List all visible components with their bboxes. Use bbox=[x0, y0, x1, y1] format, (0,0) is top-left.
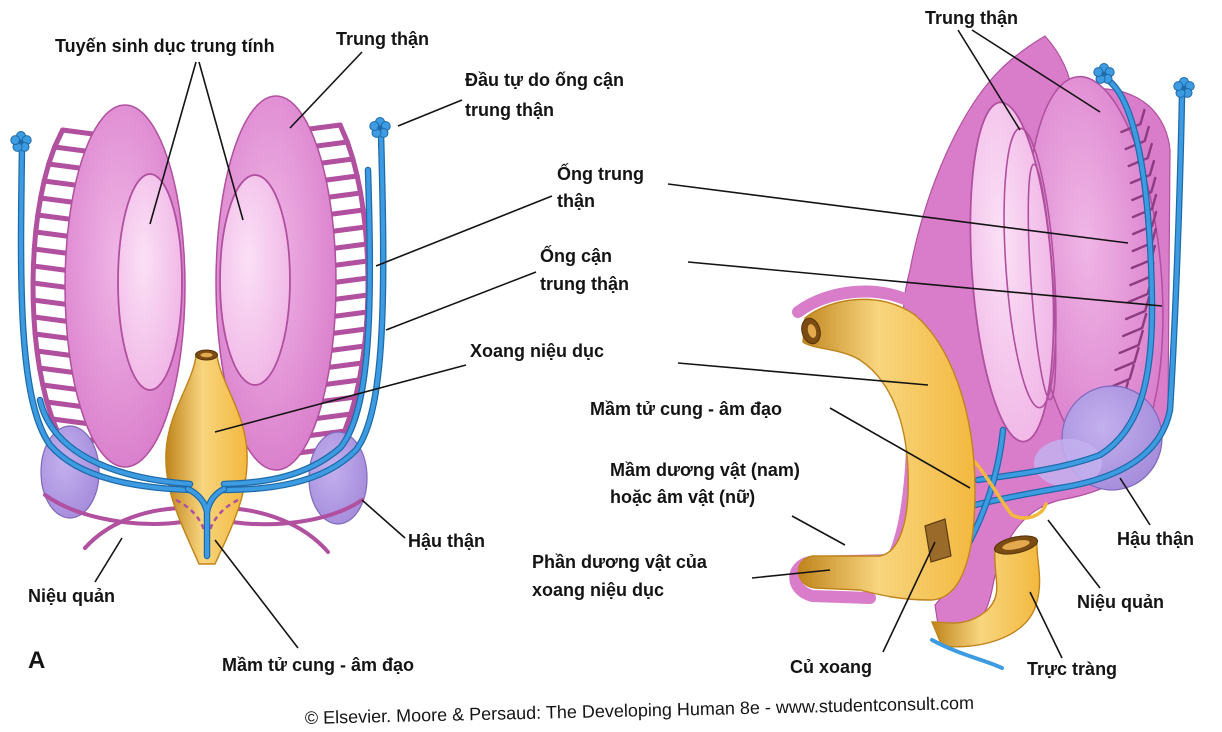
dashed-duct-left bbox=[175, 498, 208, 537]
mesonephric-tubule bbox=[321, 360, 365, 371]
sinus-halo-top bbox=[792, 285, 924, 318]
leader-line-metanephros-left bbox=[361, 499, 406, 539]
dashed-duct-right bbox=[206, 498, 239, 537]
ureter-left-b bbox=[83, 506, 188, 550]
urogenital-sinus-left-figure bbox=[165, 355, 248, 565]
paramesonephric-duct-left bbox=[17, 144, 194, 494]
mesonephric-duct-lateral bbox=[974, 76, 1156, 484]
label-phallus-line1: Mầm dương vật (nam) bbox=[610, 460, 800, 480]
duct-free-end-right bbox=[369, 117, 391, 138]
leader-line-mesonephric-duct-left bbox=[375, 195, 553, 267]
mesonephric-tubule bbox=[1131, 176, 1157, 202]
mesonephric-tubule bbox=[44, 399, 88, 410]
mesonephric-tubule bbox=[1120, 108, 1146, 134]
label-phallus-line2: hoặc âm vật (nữ) bbox=[610, 487, 755, 507]
gonad-left bbox=[117, 173, 183, 391]
mesonephric-tubule bbox=[1124, 125, 1150, 151]
mesonephric-tubule bbox=[1127, 142, 1153, 168]
gonad-right bbox=[219, 174, 291, 386]
label-rectum: Trực tràng bbox=[1027, 659, 1117, 679]
label-urogenital-sinus: Xoang niệu dục bbox=[470, 341, 604, 361]
label-neutral-gonad: Tuyến sinh dục trung tính bbox=[55, 36, 275, 56]
credit-line: © Elsevier. Moore & Persaud: The Develop… bbox=[305, 693, 975, 728]
gonad-inner-outline-a bbox=[1003, 127, 1057, 409]
leader-line-ureter-left bbox=[94, 537, 123, 583]
ureter-left-a bbox=[43, 493, 184, 526]
leader-line-uterovaginal-left bbox=[214, 539, 299, 649]
leader-line-paramesonephric-duct-right bbox=[687, 261, 1163, 307]
leader-line-rectum bbox=[1029, 591, 1063, 659]
mesonephric-tubule bbox=[1109, 363, 1135, 389]
mesonephric-tubule bbox=[310, 411, 354, 422]
label-paramesonephric-duct-line2: trung thận bbox=[540, 274, 629, 294]
leader-lines bbox=[94, 29, 1163, 659]
label-phallic-sinus-line1: Phần dương vật của bbox=[532, 552, 708, 572]
cloacal-edge-line bbox=[930, 638, 1004, 670]
leader-line-metanephros-right bbox=[1119, 477, 1151, 526]
label-ureter-left: Niệu quản bbox=[28, 586, 115, 606]
paramesonephric-duct-right bbox=[218, 130, 387, 494]
fused-duct-center bbox=[184, 485, 228, 560]
mesonephric-tubule bbox=[1118, 329, 1144, 355]
label-phallic-sinus-line2: xoang niệu dục bbox=[532, 580, 664, 600]
right-figure bbox=[789, 35, 1195, 670]
leader-line-ureter-right bbox=[1047, 519, 1101, 589]
label-mesonephros-right: Trung thận bbox=[925, 8, 1018, 28]
mesonephric-tubule bbox=[40, 382, 84, 393]
duct-free-end-left bbox=[10, 131, 32, 152]
mesonephric-tubule bbox=[1121, 312, 1148, 338]
leader-line-neutral-gonad bbox=[149, 61, 244, 225]
mesonephric-tubule bbox=[37, 365, 81, 376]
label-uterovaginal-right: Mầm tử cung - âm đạo bbox=[590, 399, 782, 419]
label-metanephros-right: Hậu thận bbox=[1117, 529, 1194, 549]
mesonephric-tubule bbox=[1129, 159, 1156, 185]
label-uterovaginal-left: Mầm tử cung - âm đạo bbox=[222, 655, 414, 675]
thin-duct-loop bbox=[973, 460, 1048, 520]
sinus-opening-inner-left-figure bbox=[200, 352, 213, 358]
mesonephric-tubule bbox=[49, 416, 93, 427]
label-ureter-right: Niệu quản bbox=[1077, 592, 1164, 612]
mesonephric-tubule bbox=[1124, 295, 1151, 321]
paramesonephric-duct-lateral bbox=[971, 92, 1186, 509]
label-mesonephric-duct-line2: thận bbox=[557, 191, 595, 211]
rectum-opening-inner bbox=[1002, 540, 1030, 550]
leader-line-sinus-tubercle bbox=[882, 541, 936, 653]
mesonephric-duct-right bbox=[220, 166, 374, 488]
leader-line-sinus-right bbox=[677, 362, 929, 386]
duct-free-end-lateral-a bbox=[1173, 77, 1195, 98]
label-mesonephros-left: Trung thận bbox=[336, 29, 429, 49]
mesonephric-tubule bbox=[1114, 346, 1140, 372]
left-figure bbox=[10, 95, 391, 565]
label-mesonephric-duct-line1: Ống trung bbox=[557, 163, 644, 184]
label-free-end-line2: trung thận bbox=[465, 100, 554, 120]
leader-line-mesonephros-left bbox=[289, 51, 363, 129]
leader-line-free-end bbox=[397, 99, 463, 127]
panel-label: A bbox=[28, 647, 45, 674]
mesonephric-tubule bbox=[1131, 210, 1158, 236]
leader-line-mesonephros-right bbox=[957, 29, 1101, 131]
sinus-opening-inner-lateral bbox=[807, 324, 817, 338]
mesonephric-tubule bbox=[318, 377, 362, 388]
label-free-end-line1: Đầu tự do ống cận bbox=[465, 70, 624, 90]
gonad-inner-outline-b bbox=[1027, 163, 1057, 401]
leader-line-uterovaginal-right bbox=[829, 407, 971, 489]
leader-line-phallic-sinus bbox=[751, 569, 831, 579]
label-paramesonephric-duct-line1: Ống cận bbox=[540, 245, 612, 266]
leader-line-sinus-left bbox=[214, 364, 467, 433]
label-metanephros-left: Hậu thận bbox=[408, 531, 485, 551]
mesonephric-tubule bbox=[1131, 193, 1158, 219]
leader-line-paramesonephric-duct-left bbox=[385, 271, 537, 331]
leader-line-phallus bbox=[791, 515, 846, 546]
duct-free-end-lateral-b bbox=[1093, 63, 1115, 84]
mesonephric-tubule-rail bbox=[30, 127, 66, 439]
ureter-right-b bbox=[226, 506, 330, 554]
leader-line-mesonephric-duct-right bbox=[667, 183, 1129, 244]
ureter-right-a bbox=[230, 498, 364, 527]
label-sinus-tubercle: Củ xoang bbox=[790, 657, 872, 677]
mesonephric-duct-left bbox=[36, 396, 194, 488]
